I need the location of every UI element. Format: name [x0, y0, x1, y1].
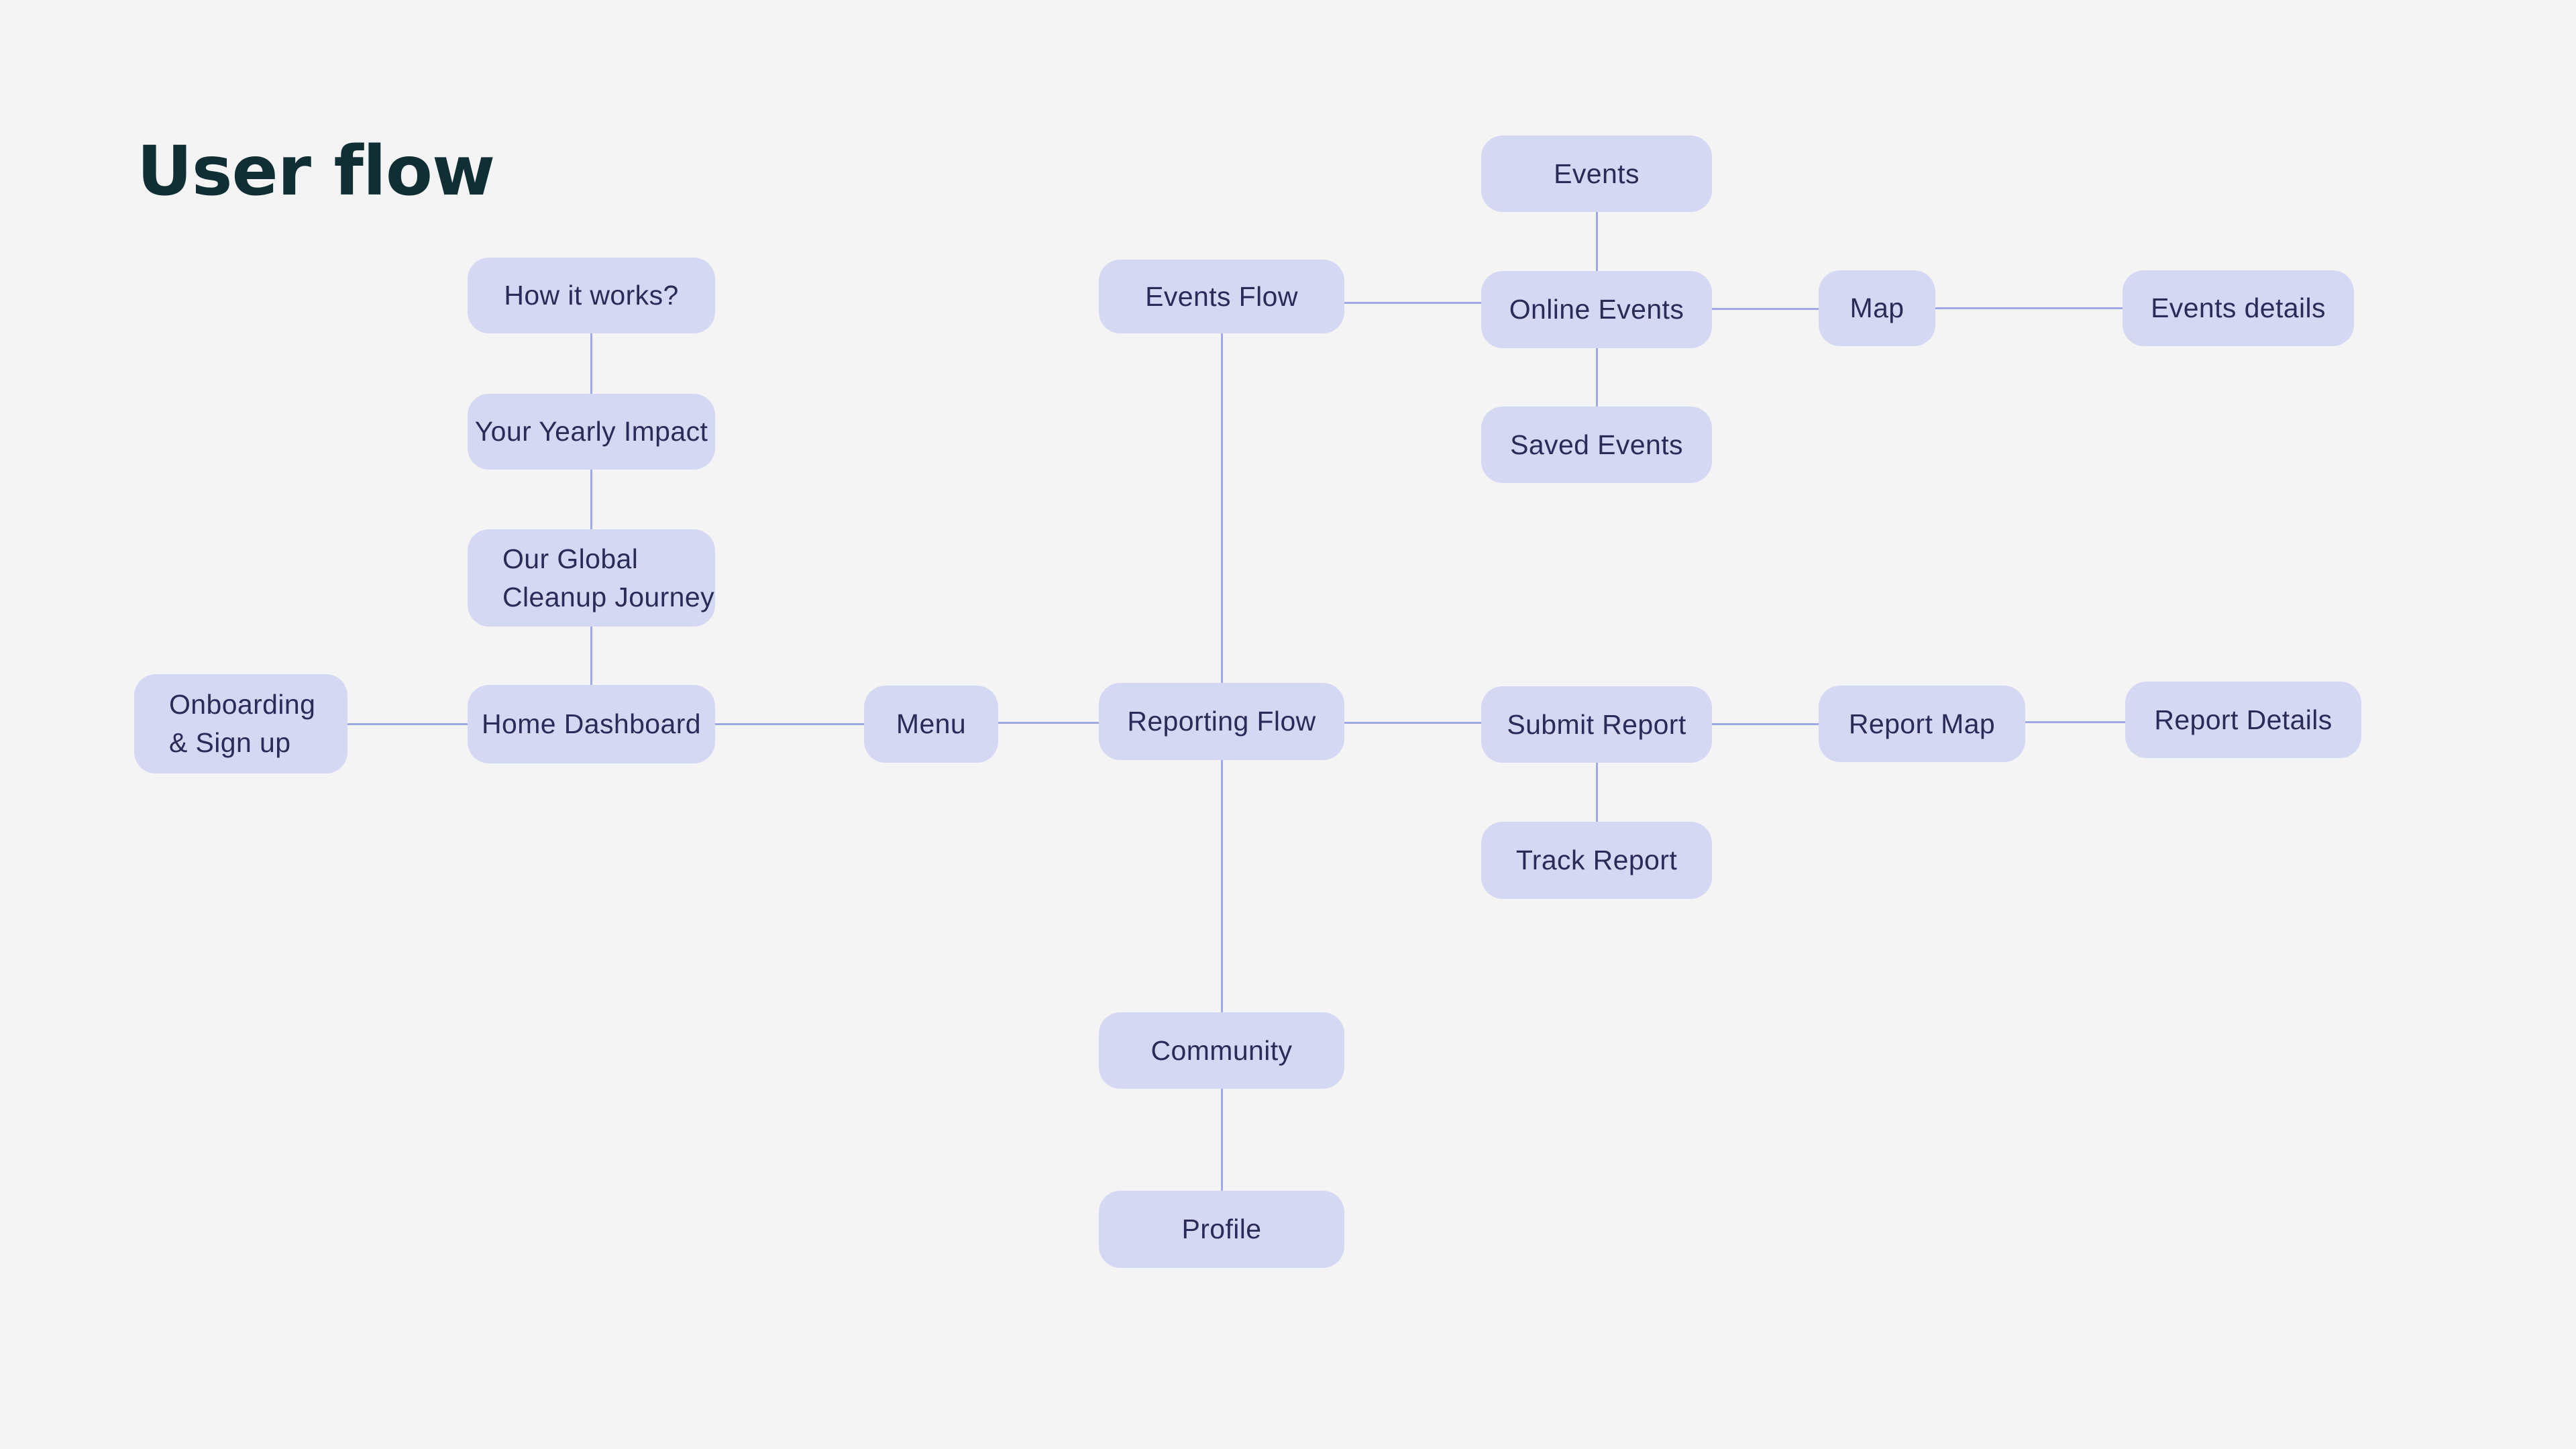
page-title: User flow [137, 131, 495, 211]
edge-online-events-map [1712, 308, 1819, 310]
edge-yearly-impact-global-journey [590, 470, 592, 529]
node-map[interactable]: Map [1819, 270, 1935, 346]
node-label: Events details [2151, 292, 2326, 324]
node-menu[interactable]: Menu [864, 686, 998, 763]
edge-online-events-saved-events [1596, 348, 1598, 407]
node-how-it-works[interactable]: How it works? [468, 258, 715, 333]
node-yearly-impact[interactable]: Your Yearly Impact [468, 394, 715, 470]
node-events-flow[interactable]: Events Flow [1099, 260, 1344, 333]
node-label: Community [1150, 1034, 1293, 1066]
node-home-dashboard[interactable]: Home Dashboard [468, 685, 715, 763]
node-onboarding[interactable]: Onboarding & Sign up [134, 674, 347, 773]
node-label: Our Global Cleanup Journey [502, 543, 714, 612]
node-track-report[interactable]: Track Report [1481, 822, 1712, 899]
edge-menu-reporting-flow [998, 722, 1099, 724]
node-community[interactable]: Community [1099, 1012, 1344, 1089]
node-label: Your Yearly Impact [474, 416, 708, 447]
edge-map-events-details [1935, 307, 2123, 309]
node-label: Home Dashboard [482, 708, 701, 740]
node-label: Reporting Flow [1127, 706, 1316, 737]
node-events-details[interactable]: Events details [2123, 270, 2354, 346]
node-submit-report[interactable]: Submit Report [1481, 686, 1712, 763]
node-label: Profile [1181, 1214, 1262, 1245]
node-label: Online Events [1509, 294, 1684, 325]
node-label: How it works? [504, 280, 679, 311]
edge-global-journey-home-dashboard [590, 627, 592, 685]
node-label: Submit Report [1507, 708, 1686, 740]
node-global-journey[interactable]: Our Global Cleanup Journey [468, 529, 715, 627]
node-label: Menu [896, 708, 967, 740]
edge-events-online-events [1596, 212, 1598, 271]
edge-submit-report-track-report [1596, 763, 1598, 822]
edge-onboarding-home-dashboard [347, 723, 468, 725]
edge-reporting-flow-submit-report [1344, 722, 1481, 724]
edge-community-profile [1221, 1089, 1223, 1191]
node-report-map[interactable]: Report Map [1819, 686, 2025, 762]
node-label: Saved Events [1510, 429, 1683, 460]
node-events[interactable]: Events [1481, 136, 1712, 212]
edge-how-it-works-yearly-impact [590, 333, 592, 394]
node-label: Track Report [1515, 845, 1678, 876]
edge-submit-report-report-map [1712, 723, 1819, 725]
node-report-details[interactable]: Report Details [2125, 682, 2361, 758]
edge-reporting-flow-community [1221, 760, 1223, 1012]
node-label: Report Map [1848, 708, 1996, 739]
node-profile[interactable]: Profile [1099, 1191, 1344, 1268]
edge-events-flow-online-events [1344, 302, 1481, 304]
edge-events-flow-reporting-flow [1221, 333, 1223, 683]
edge-report-map-report-details [2025, 721, 2125, 723]
node-label: Events Flow [1145, 280, 1298, 312]
node-reporting-flow[interactable]: Reporting Flow [1099, 683, 1344, 760]
node-saved-events[interactable]: Saved Events [1481, 407, 1712, 483]
node-label: Map [1849, 292, 1904, 324]
node-label: Events [1554, 158, 1640, 189]
edge-home-dashboard-menu [715, 723, 864, 725]
node-online-events[interactable]: Online Events [1481, 271, 1712, 348]
node-label: Onboarding & Sign up [169, 689, 316, 758]
node-label: Report Details [2154, 704, 2332, 735]
